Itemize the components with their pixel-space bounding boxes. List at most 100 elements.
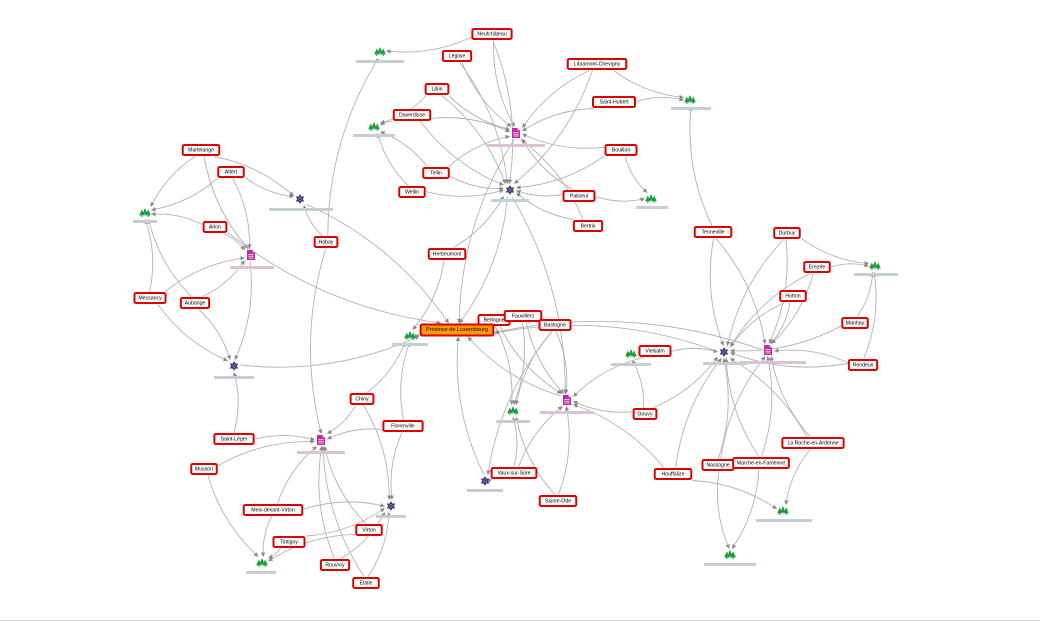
place-node-leglise[interactable]: Léglise — [441, 50, 473, 62]
place-node-etalle[interactable]: Étalle — [352, 577, 380, 589]
star-icon[interactable] — [386, 501, 396, 511]
place-node-bouillon[interactable]: Bouillon — [604, 144, 638, 156]
place-node-fauvillers[interactable]: Fauvillers — [503, 310, 543, 322]
edge-etalle-doc3 — [320, 446, 365, 577]
place-node-label: Libin — [432, 86, 443, 92]
document-icon[interactable] — [247, 250, 255, 260]
edge-durbuy-star5 — [726, 239, 784, 346]
edge-houffalize-tree11 — [692, 480, 777, 510]
edge-saintleger-doc3 — [254, 434, 315, 441]
place-node-martelange[interactable]: Martelange — [181, 144, 221, 156]
edge-etalle-star4 — [367, 512, 391, 577]
star-icon[interactable] — [480, 476, 490, 486]
edge-herbeumont-star1 — [453, 196, 504, 248]
edge-florenville-star4 — [389, 432, 403, 500]
place-node-neufchateau[interactable]: Neufchâteau — [471, 28, 513, 40]
category-caption-bar — [214, 376, 254, 379]
place-node-attert[interactable]: Attert — [217, 166, 245, 178]
place-node-label: Tellin — [430, 170, 442, 176]
edge-bastogne-tree7 — [514, 331, 553, 405]
document-icon[interactable] — [512, 128, 520, 138]
category-caption-bar — [487, 144, 545, 147]
place-node-sainthubert[interactable]: Saint-Hubert — [592, 96, 636, 108]
category-layer — [139, 47, 881, 567]
edge-fauvillers-tree7 — [513, 322, 525, 405]
document-icon[interactable] — [317, 435, 325, 445]
tree-icon[interactable] — [724, 550, 736, 559]
edge-doc1-province — [456, 139, 515, 324]
tree-icon[interactable] — [625, 349, 637, 358]
edge-daverdisse-tree3 — [380, 120, 393, 126]
place-node-erezee[interactable]: Erezée — [803, 261, 831, 273]
place-node-vielsalm[interactable]: Vielsalm — [638, 345, 672, 357]
place-node-libin[interactable]: Libin — [424, 83, 450, 95]
place-node-virton[interactable]: Virton — [355, 524, 383, 536]
place-node-vaux[interactable]: Vaux-sur-Sûre — [490, 467, 538, 479]
place-node-label: Manhay — [846, 320, 865, 326]
place-node-tellin[interactable]: Tellin — [422, 167, 450, 179]
edge-rendeux-tree8 — [863, 272, 878, 359]
place-node-label: Libramont-Chevigny — [574, 61, 621, 67]
star-icon[interactable] — [295, 194, 305, 204]
place-node-label: Meix-devant-Virton — [251, 507, 295, 513]
place-node-box — [538, 319, 572, 331]
tree-icon[interactable] — [507, 406, 519, 415]
place-node-gouvy[interactable]: Gouvy — [632, 408, 658, 420]
category-caption-bar — [376, 515, 406, 518]
tree-icon[interactable] — [256, 558, 268, 567]
place-node-musson[interactable]: Musson — [190, 463, 218, 475]
tree-icon[interactable] — [374, 47, 386, 56]
place-node-libramont[interactable]: Libramont-Chevigny — [566, 58, 628, 70]
tree-icon[interactable] — [368, 122, 380, 131]
place-node-arlon[interactable]: Arlon — [202, 221, 228, 233]
document-icon[interactable] — [563, 395, 571, 405]
tree-icon[interactable] — [139, 208, 151, 217]
place-node-tenneville[interactable]: Tenneville — [693, 226, 733, 238]
tree-icon[interactable] — [404, 331, 416, 340]
place-node-laroche[interactable]: La Roche-en-Ardenne — [781, 437, 845, 449]
place-node-paliseul[interactable]: Paliseul — [562, 190, 596, 202]
place-node-wellin[interactable]: Wellin — [398, 186, 426, 198]
place-node-box — [190, 463, 218, 475]
place-node-bertrix[interactable]: Bertrix — [572, 220, 604, 232]
place-node-messancy[interactable]: Messancy — [133, 292, 167, 304]
place-node-sainteode[interactable]: Sainte-Ode — [538, 495, 578, 507]
place-node-bastogne[interactable]: Bastogne — [538, 319, 572, 331]
star-icon[interactable] — [229, 361, 239, 371]
place-node-box — [319, 559, 351, 571]
place-node-habay[interactable]: Habay — [313, 236, 339, 248]
edge-tintigny-tree10 — [268, 548, 281, 559]
category-caption-bar — [703, 362, 747, 365]
place-node-florenville[interactable]: Florenville — [382, 420, 424, 432]
place-node-manhay[interactable]: Manhay — [841, 317, 869, 329]
place-node-rendeux[interactable]: Rendeux — [847, 359, 879, 371]
place-node-label: Aubange — [185, 300, 206, 306]
place-node-box — [382, 420, 424, 432]
edge-manhay-star5 — [730, 325, 842, 354]
edge-attert-star2 — [245, 177, 294, 199]
place-node-daverdisse[interactable]: Daverdisse — [392, 109, 432, 121]
place-node-houffalize[interactable]: Houffalize — [653, 468, 693, 480]
tree-icon[interactable] — [645, 194, 657, 203]
place-node-label: Étalle — [360, 579, 373, 586]
tree-icon[interactable] — [777, 506, 789, 515]
tree-icon[interactable] — [684, 95, 696, 104]
place-node-box — [638, 345, 672, 357]
place-node-tintigny[interactable]: Tintigny — [272, 536, 306, 548]
star-icon[interactable] — [719, 347, 729, 357]
place-node-aubange[interactable]: Aubange — [179, 297, 211, 309]
place-node-rouvroy[interactable]: Rouvroy — [319, 559, 351, 571]
place-node-chiny[interactable]: Chiny — [349, 393, 375, 405]
place-node-hotton[interactable]: Hotton — [779, 290, 807, 302]
place-node-nassogne[interactable]: Nassogne — [701, 459, 735, 471]
place-node-saintleger[interactable]: Saint-Léger — [213, 433, 255, 445]
hub-node-box[interactable] — [419, 323, 495, 337]
place-node-marche[interactable]: Marche-en-Famenne — [732, 457, 790, 469]
tree-icon[interactable] — [869, 261, 881, 270]
place-node-durbuy[interactable]: Durbuy — [773, 227, 801, 239]
place-node-label: Léglise — [449, 53, 466, 59]
place-node-herbeumont[interactable]: Herbeumont — [427, 248, 467, 260]
star-icon[interactable] — [505, 185, 515, 195]
place-node-meix[interactable]: Meix-devant-Virton — [242, 504, 304, 516]
document-icon[interactable] — [764, 345, 772, 355]
